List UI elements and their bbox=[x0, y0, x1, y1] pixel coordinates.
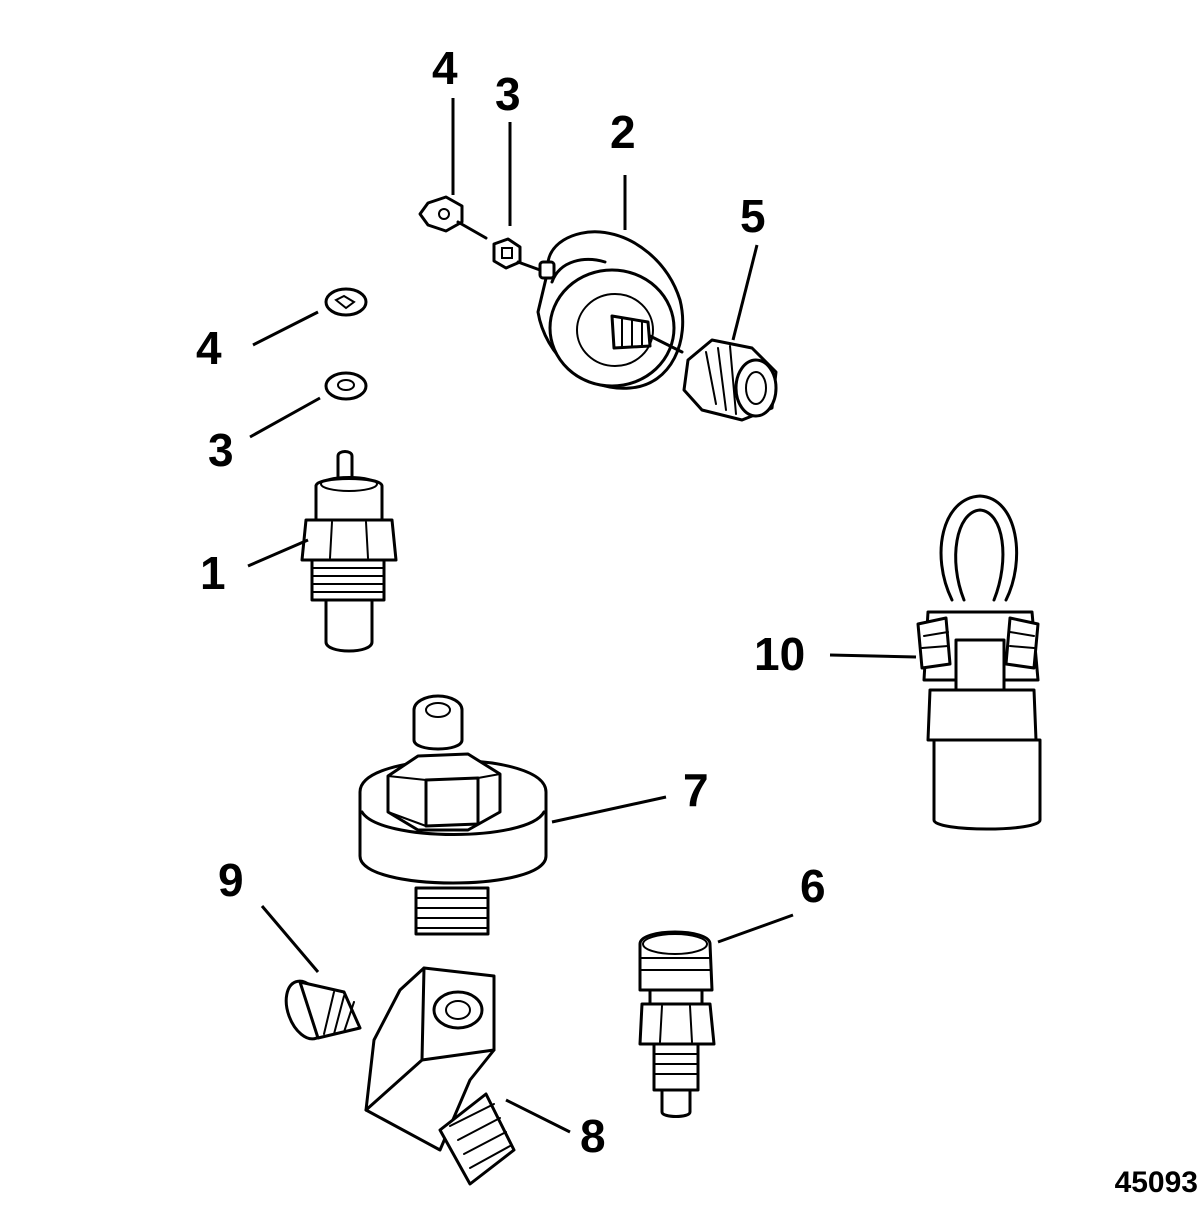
part-9-plug bbox=[284, 979, 362, 1041]
part-8-tee-adapter bbox=[364, 966, 516, 1186]
callout-8: 8 bbox=[580, 1110, 606, 1162]
callouts: 4 3 2 5 4 3 1 10 7 9 6 8 bbox=[196, 42, 826, 1162]
callout-5: 5 bbox=[740, 190, 766, 242]
callout-10: 10 bbox=[754, 628, 805, 680]
callout-6: 6 bbox=[800, 860, 826, 912]
callout-4-top: 4 bbox=[432, 42, 458, 94]
leader-5 bbox=[731, 244, 759, 341]
leader-1 bbox=[247, 538, 309, 568]
part-2-pressure-sender bbox=[536, 230, 685, 390]
part-5-adapter bbox=[682, 338, 778, 422]
leader-lines bbox=[247, 98, 917, 1134]
part-3-nut-left bbox=[324, 371, 368, 401]
callout-2: 2 bbox=[610, 106, 636, 158]
leader-10 bbox=[829, 653, 917, 659]
part-3-nut-top bbox=[492, 237, 542, 272]
callout-1: 1 bbox=[200, 547, 226, 599]
callout-7: 7 bbox=[683, 764, 709, 816]
part-6-switch bbox=[638, 930, 716, 1118]
leader-9 bbox=[260, 905, 320, 973]
leader-4-left bbox=[252, 310, 319, 347]
callout-3-top: 3 bbox=[495, 68, 521, 120]
callout-4-left: 4 bbox=[196, 322, 222, 374]
leader-7 bbox=[551, 795, 667, 824]
figure-number: 45093 bbox=[1115, 1166, 1198, 1199]
leader-8 bbox=[505, 1098, 571, 1134]
callout-3-left: 3 bbox=[208, 424, 234, 476]
leader-3-left bbox=[249, 396, 321, 439]
leader-6 bbox=[717, 913, 794, 944]
part-7-knock-sensor bbox=[358, 694, 548, 936]
part-1-temperature-sensor bbox=[300, 450, 398, 653]
part-4-nut-left bbox=[324, 287, 368, 317]
part-10-connector bbox=[916, 494, 1042, 831]
callout-9: 9 bbox=[218, 854, 244, 906]
part-4-nut-top bbox=[418, 195, 488, 240]
